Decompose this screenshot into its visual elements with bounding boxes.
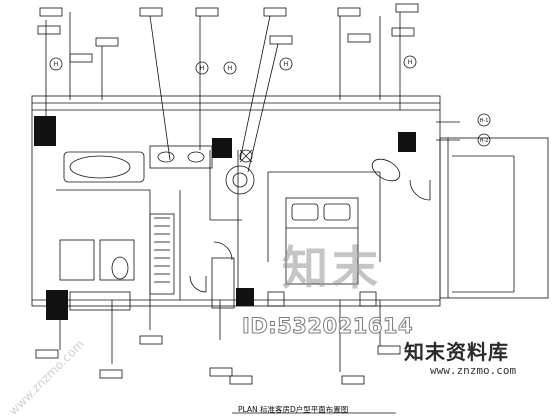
axis-marker-label: H-2 (480, 138, 489, 144)
axis-marker-circle (477, 113, 491, 127)
bathtub (69, 155, 131, 179)
callout-tag (263, 7, 287, 17)
axis-marker-label: H (228, 65, 233, 72)
callout-tag (269, 35, 293, 45)
axis-marker-circle (477, 133, 491, 147)
axis-marker-circle (195, 61, 209, 75)
callout-leader (247, 43, 279, 173)
nightstand (359, 291, 377, 307)
axis-marker-label: H (200, 65, 205, 72)
callout-tag (341, 375, 365, 385)
shower-area (59, 239, 95, 281)
structural-column (212, 138, 232, 158)
door-swing (213, 241, 233, 261)
sink-basin (157, 151, 175, 163)
callout-leader (239, 15, 271, 161)
callout-tag (139, 7, 163, 17)
lounge-chair-seat (232, 172, 248, 188)
bath-counter (69, 291, 131, 311)
callout-tag (395, 3, 419, 13)
callout-tag (37, 25, 61, 35)
nightstand (267, 291, 285, 307)
pillow (323, 203, 351, 221)
pillow (291, 203, 319, 221)
axis-marker-label: H-1 (480, 118, 489, 124)
bay-chair (371, 158, 401, 182)
callout-tag (39, 7, 63, 17)
structural-column (34, 116, 56, 146)
callout-tag (347, 33, 371, 43)
callout-tag (195, 7, 219, 17)
bathtub-frame (63, 151, 145, 183)
callout-tag (209, 367, 233, 377)
vanity-counter (149, 145, 213, 169)
axis-marker-circle (279, 57, 293, 71)
door-swing (189, 275, 207, 293)
watermark-logo-text: 知末 (282, 241, 382, 295)
axis-marker-label: H (408, 59, 413, 66)
side-table-mark (239, 149, 253, 163)
watermark-id: ID:532021614 (241, 314, 414, 339)
closet (149, 213, 175, 295)
callout-leader (149, 15, 171, 161)
watermark-site-name: 知末资料库 (404, 340, 509, 364)
callout-tag (337, 7, 361, 17)
wc-area (99, 239, 135, 281)
axis-marker-circle (223, 61, 237, 75)
callout-tag (99, 369, 123, 379)
axis-marker-label: H (284, 61, 289, 68)
callout-tag (391, 27, 415, 37)
axis-marker-label: H (54, 61, 59, 68)
callout-tag (139, 335, 163, 345)
drawing-title: PLAN 标准客房D户型平面布置图 (238, 405, 349, 414)
structural-column (398, 132, 416, 152)
callout-tag (229, 375, 253, 385)
lounge-chair (225, 165, 255, 195)
balcony-outline (439, 137, 549, 299)
door-swing (409, 179, 431, 201)
sink-basin (187, 151, 205, 163)
axis-marker-circle (403, 55, 417, 69)
callout-tag (35, 349, 59, 359)
callout-tag (377, 345, 401, 355)
watermark-url: www.znzmo.com (430, 364, 517, 377)
bed (285, 197, 359, 285)
structural-column (236, 288, 254, 306)
toilet (111, 256, 129, 280)
structural-column (46, 290, 68, 320)
axis-marker-circle (49, 57, 63, 71)
minibar-cabinet (211, 257, 235, 309)
callout-tag (95, 37, 119, 47)
callout-tag (69, 53, 93, 63)
